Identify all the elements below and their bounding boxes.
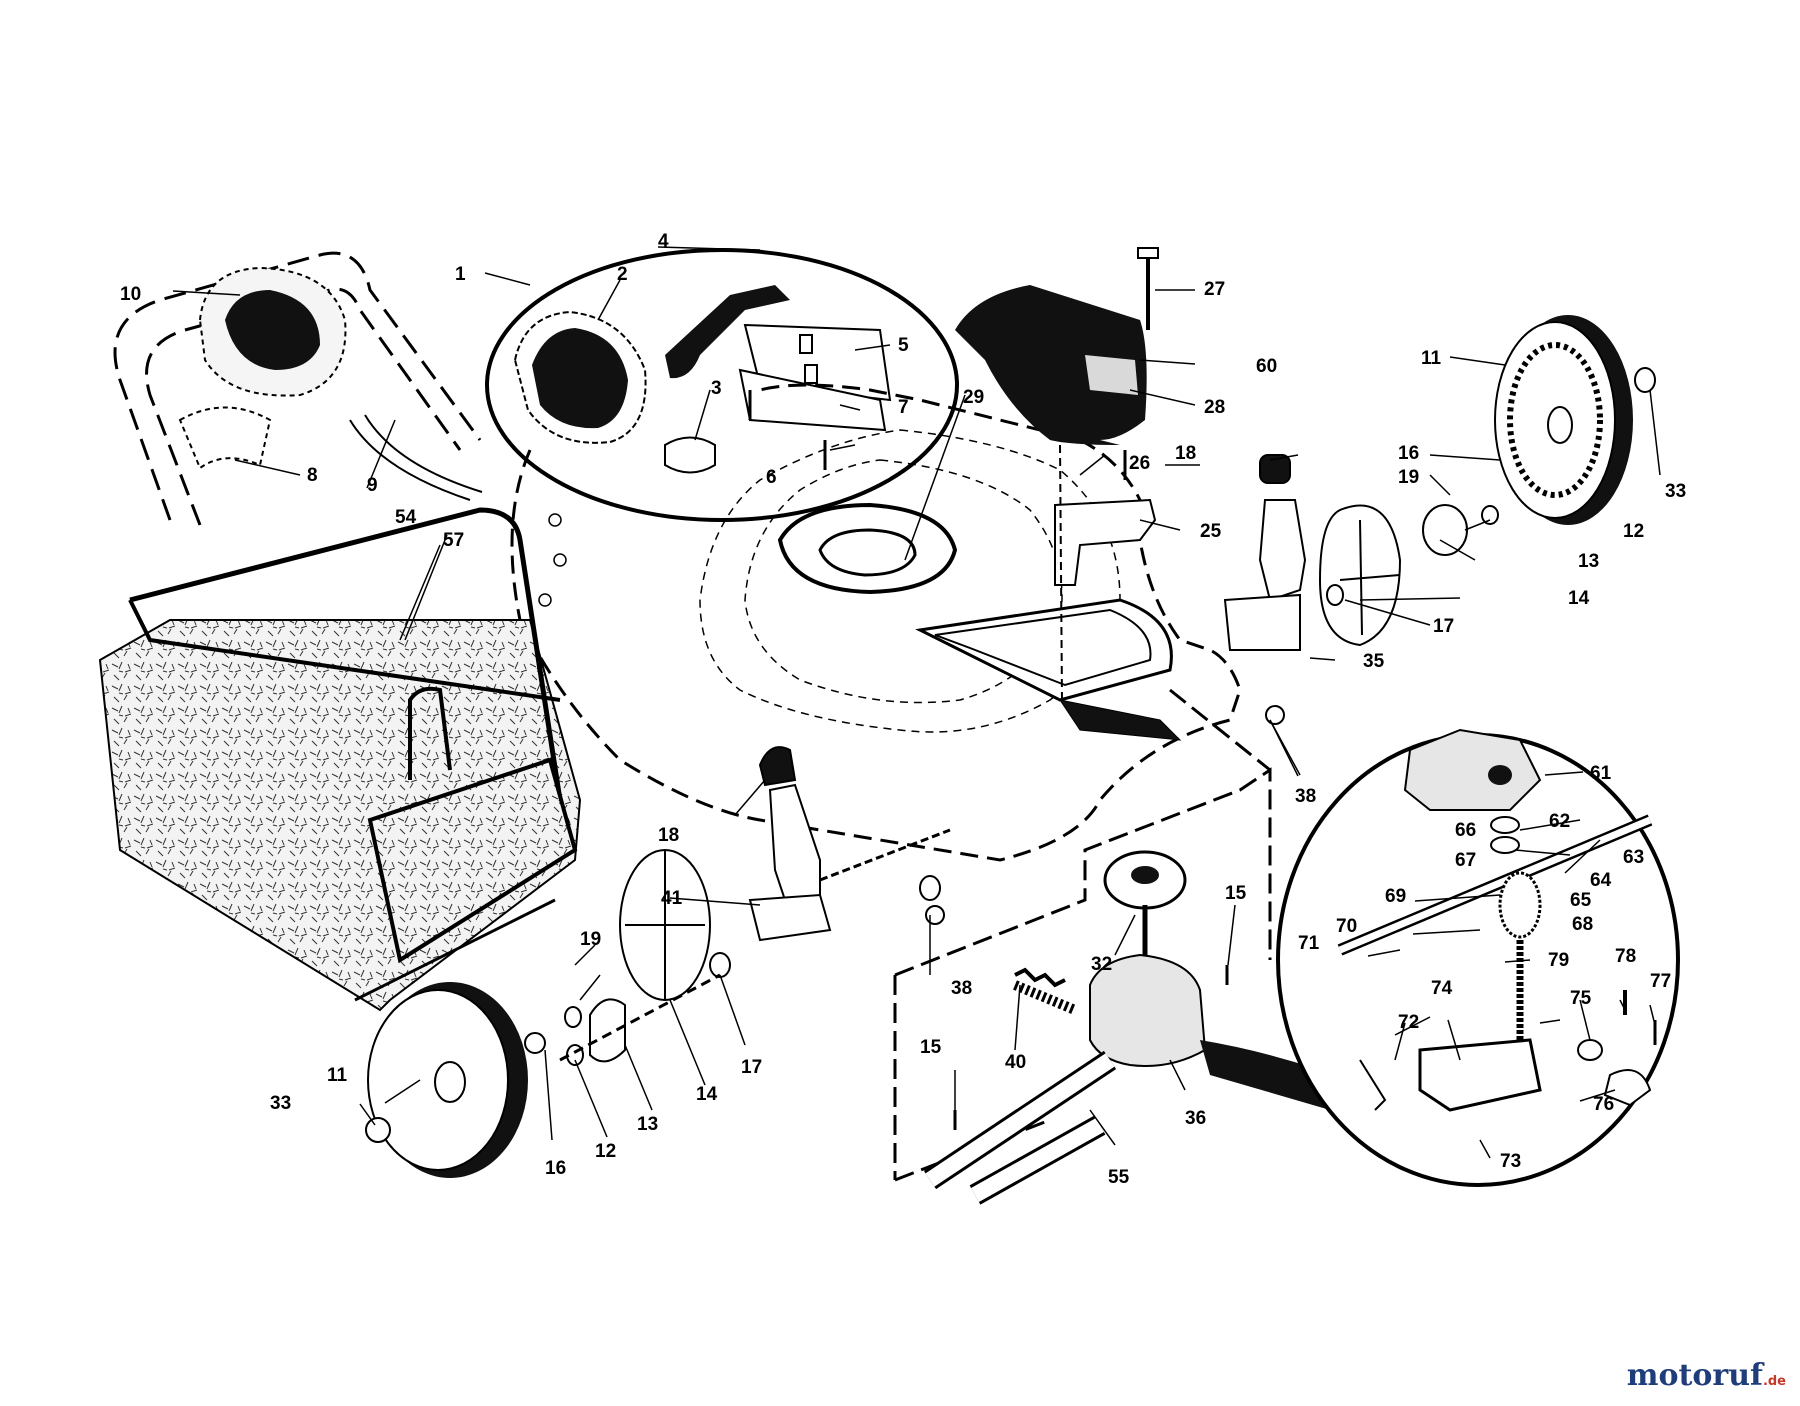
callout-label: 6 <box>766 467 777 488</box>
callout-label: 19 <box>580 929 601 950</box>
mower-deck <box>510 383 1242 862</box>
part-number-labels: 1 2 3 4 5 6 7 8 9 10 11 11 12 12 13 13 1… <box>120 231 1686 1188</box>
callout-label: 79 <box>1548 950 1569 971</box>
callout-label: 4 <box>658 231 669 252</box>
callout-label: 13 <box>637 1114 658 1135</box>
callout-label: 2 <box>617 264 628 285</box>
rear-cover <box>955 247 1159 445</box>
callout-label: 57 <box>443 530 464 551</box>
watermark-suffix: .de <box>1762 1374 1786 1389</box>
callout-label: 12 <box>1623 521 1644 542</box>
detail-ellipse-top <box>485 248 959 522</box>
callout-label: 17 <box>1433 616 1454 637</box>
callout-label: 25 <box>1200 521 1222 542</box>
callout-label: 15 <box>1225 883 1247 904</box>
callout-label: 15 <box>920 1037 942 1058</box>
callout-label: 61 <box>1590 763 1612 784</box>
callout-label: 29 <box>963 387 984 408</box>
callout-label: 33 <box>270 1093 291 1114</box>
callout-label: 69 <box>1385 886 1406 907</box>
callout-label: 60 <box>1256 356 1277 377</box>
callout-label: 17 <box>741 1057 762 1078</box>
watermark-text: motoruf <box>1626 1358 1763 1393</box>
callout-label: 9 <box>367 475 378 496</box>
callout-label: 41 <box>661 888 683 909</box>
callout-label: 11 <box>1421 348 1442 369</box>
callout-label: 18 <box>1175 443 1196 464</box>
callout-label: 11 <box>327 1065 348 1086</box>
callout-label: 40 <box>1005 1052 1026 1073</box>
drive-transmission <box>919 850 1334 1205</box>
callout-label: 62 <box>1549 811 1570 832</box>
height-adjuster-left <box>748 746 951 942</box>
handle-grip <box>178 266 483 501</box>
callout-label: 73 <box>1500 1151 1521 1172</box>
callout-label: 13 <box>1578 551 1599 572</box>
rear-wheel-right <box>1318 315 1656 647</box>
callout-label: 1 <box>455 264 466 285</box>
callout-label: 35 <box>1363 651 1385 672</box>
callout-label: 72 <box>1398 1012 1419 1033</box>
callout-label: 3 <box>711 378 722 399</box>
callout-label: 70 <box>1336 916 1357 937</box>
callout-label: 66 <box>1455 820 1476 841</box>
callout-label: 7 <box>898 397 909 418</box>
callout-label: 65 <box>1570 890 1592 911</box>
callout-label: 71 <box>1298 933 1320 954</box>
callout-label: 68 <box>1572 914 1593 935</box>
callout-label: 5 <box>898 335 909 356</box>
callout-label: 36 <box>1185 1108 1206 1129</box>
callout-label: 77 <box>1650 971 1671 992</box>
callout-label: 10 <box>120 284 141 305</box>
height-adjuster-right <box>1054 450 1307 651</box>
callout-label: 14 <box>1568 588 1590 609</box>
grass-catcher <box>98 507 582 1012</box>
callout-label: 32 <box>1091 954 1112 975</box>
callout-label: 63 <box>1623 847 1644 868</box>
callout-label: 78 <box>1615 946 1636 967</box>
callout-label: 64 <box>1590 870 1612 891</box>
rear-wheel-left <box>365 849 731 1178</box>
callout-label: 16 <box>1398 443 1419 464</box>
callout-label: 38 <box>951 978 972 999</box>
callout-label: 14 <box>696 1084 718 1105</box>
callout-label: 67 <box>1455 850 1476 871</box>
callout-label: 26 <box>1129 453 1150 474</box>
callout-label: 18 <box>658 825 679 846</box>
callout-label: 12 <box>595 1141 616 1162</box>
callout-leaders <box>172 246 1661 1159</box>
callout-label: 8 <box>307 465 318 486</box>
drive-frame <box>893 688 1272 1182</box>
callout-label: 38 <box>1295 786 1316 807</box>
callout-label: 28 <box>1204 397 1225 418</box>
callout-label: 33 <box>1665 481 1686 502</box>
watermark-logo: motoruf.de <box>1627 1358 1786 1393</box>
callout-label: 27 <box>1204 279 1225 300</box>
callout-label: 75 <box>1570 988 1592 1009</box>
callout-label: 19 <box>1398 467 1419 488</box>
callout-label: 54 <box>395 507 417 528</box>
detail-circle-gearbox <box>1276 728 1680 1187</box>
callout-label: 74 <box>1431 978 1453 999</box>
callout-label: 16 <box>545 1158 566 1179</box>
handle-assembly <box>113 251 482 526</box>
callout-label: 55 <box>1108 1167 1130 1188</box>
callout-label: 76 <box>1593 1094 1614 1115</box>
